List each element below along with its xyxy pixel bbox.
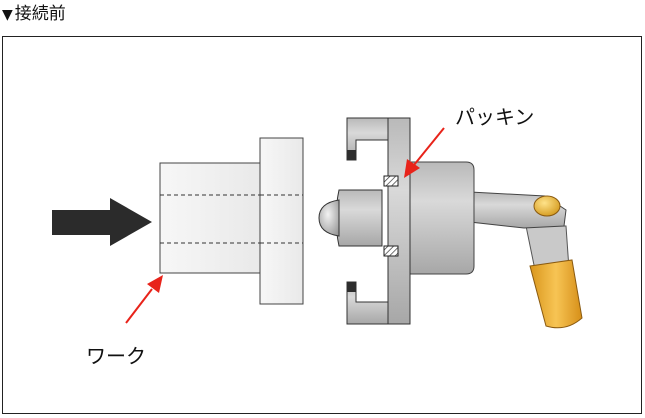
triangle-marker-icon: ▼ <box>2 7 13 23</box>
diagram-frame <box>2 36 642 414</box>
workpiece-label: ワーク <box>86 344 146 368</box>
work-pointer-arrow-icon <box>125 275 163 324</box>
section-heading: ▼接続前 <box>2 3 66 26</box>
connector-tool <box>318 117 583 329</box>
packing-label: パッキン <box>455 105 535 129</box>
push-direction-arrow-icon <box>52 198 152 246</box>
packing-pointer-arrow-icon <box>404 127 445 178</box>
heading-text: 接続前 <box>14 4 66 24</box>
workpiece <box>159 137 304 305</box>
